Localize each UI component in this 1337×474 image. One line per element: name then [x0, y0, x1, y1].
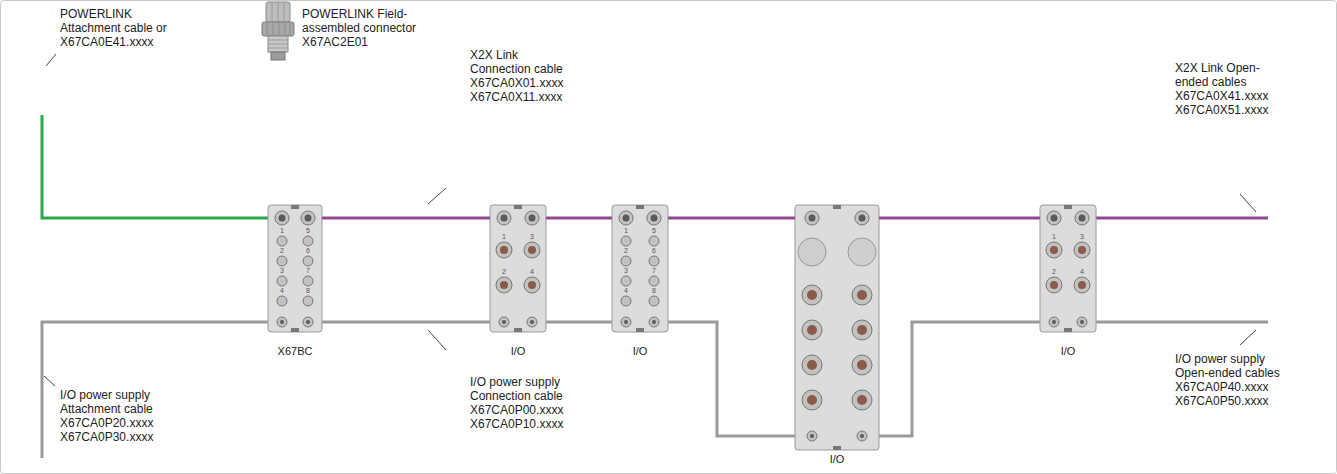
- port-number: 3: [1077, 233, 1087, 241]
- io-module: I/O: [612, 205, 668, 332]
- port-number: 3: [527, 233, 537, 241]
- port-number: 7: [303, 267, 313, 275]
- port-number: 1: [1049, 233, 1059, 241]
- port-number: 3: [621, 267, 631, 275]
- cable-callout: X2X Link Connection cable X67CA0X01.xxxx…: [470, 48, 574, 104]
- module-faces: [268, 205, 1096, 450]
- port-number: 7: [649, 267, 659, 275]
- port-number: 1: [277, 227, 287, 235]
- cable-callout: POWERLINK Field-assembled connector X67A…: [302, 7, 454, 49]
- cable-connector: [322, 217, 490, 220]
- port-number: 4: [1077, 268, 1087, 276]
- port-number: 8: [303, 287, 313, 295]
- leader-line: [44, 376, 55, 386]
- port-number: 2: [621, 247, 631, 255]
- leader-line: [428, 330, 446, 350]
- cable-connector: [546, 217, 612, 220]
- cable-connector: [668, 322, 795, 436]
- cable-connector: [546, 321, 612, 324]
- port-number: 2: [1049, 268, 1059, 276]
- module-label: X67BC: [238, 345, 352, 358]
- cable-connector: [879, 217, 1040, 220]
- cable-connector: [322, 321, 490, 324]
- connector-picture: [262, 2, 294, 60]
- port-number: 4: [277, 287, 287, 295]
- port-number: 4: [621, 287, 631, 295]
- port-number: 1: [621, 227, 631, 235]
- power-open-cable: [1082, 321, 1268, 324]
- powerlink-cable: [42, 115, 282, 218]
- cable-callout: X2X Link Open-ended cables X67CA0X41.xxx…: [1175, 61, 1288, 117]
- cable-connector: [668, 217, 795, 220]
- module-label: I/O: [460, 345, 576, 358]
- port-number: 5: [649, 227, 659, 235]
- cable-callout: I/O power supply Connection cable X67CA0…: [470, 375, 572, 431]
- io-module: X67BC: [268, 205, 322, 332]
- module-label: I/O: [582, 345, 698, 358]
- leader-lines: [44, 54, 1256, 386]
- port-number: 2: [499, 268, 509, 276]
- cable-callout: I/O power supply Open-ended cables X67CA…: [1175, 352, 1287, 408]
- x2x-open-cable: [1082, 217, 1268, 220]
- module-label: I/O: [765, 453, 909, 466]
- module-label: I/O: [1010, 345, 1126, 358]
- port-number: 4: [527, 268, 537, 276]
- io-module: I/O: [490, 205, 546, 332]
- leader-line: [1240, 330, 1256, 345]
- cable-connector: [879, 322, 1040, 436]
- leader-line: [1240, 194, 1256, 212]
- cable-callout: I/O power supply Attachment cable X67CA0…: [60, 388, 160, 444]
- port-number: 6: [649, 247, 659, 255]
- leader-line: [428, 188, 446, 204]
- port-number: 1: [499, 233, 509, 241]
- leader-line: [46, 54, 56, 66]
- io-module: I/O: [795, 205, 879, 450]
- power-attachment-cable: [42, 322, 282, 458]
- port-number: 8: [649, 287, 659, 295]
- port-number: 2: [277, 247, 287, 255]
- port-number: 3: [277, 267, 287, 275]
- port-number: 5: [303, 227, 313, 235]
- io-module: I/O: [1040, 205, 1096, 332]
- port-number: 6: [303, 247, 313, 255]
- cable-callout: POWERLINK Attachment cable or X67CA0E41.…: [60, 7, 175, 49]
